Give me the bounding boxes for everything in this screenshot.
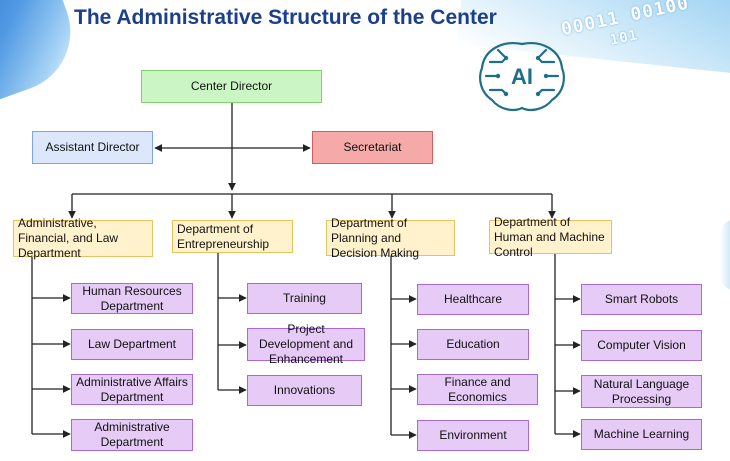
page-title: The Administrative Structure of the Cent… <box>74 6 497 29</box>
department-administrative-financial-law: Administrative, Financial, and Law Depar… <box>13 216 153 260</box>
department-human-machine-control: Department of Human and Machine Control <box>489 215 612 259</box>
unit-administrative: Administrative Department <box>71 419 193 451</box>
center-director-box: Center Director <box>141 70 322 103</box>
edge-decoration <box>720 220 730 290</box>
unit-finance-economics: Finance and Economics <box>417 374 538 405</box>
unit-computer-vision: Computer Vision <box>581 330 702 361</box>
secretariat-box: Secretariat <box>312 131 433 164</box>
ai-brain-logo: AI <box>479 42 565 111</box>
unit-law: Law Department <box>71 329 193 360</box>
department-entrepreneurship: Department of Entrepreneurship <box>172 220 293 253</box>
unit-machine-learning: Machine Learning <box>581 419 702 450</box>
unit-environment: Environment <box>417 420 529 451</box>
assistant-director-box: Assistant Director <box>32 131 153 164</box>
unit-smart-robots: Smart Robots <box>581 284 702 315</box>
unit-education: Education <box>417 329 529 360</box>
ai-logo-text: AI <box>511 64 533 89</box>
unit-innovations: Innovations <box>247 375 362 406</box>
unit-administrative-affairs: Administrative Affairs Department <box>71 374 193 405</box>
unit-natural-language-processing: Natural Language Processing <box>581 375 702 408</box>
unit-healthcare: Healthcare <box>417 284 529 315</box>
unit-training: Training <box>247 283 362 314</box>
unit-human-resources: Human Resources Department <box>71 283 193 314</box>
unit-project-development: Project Development and Enhancement <box>247 322 365 366</box>
department-planning-decision-making: Department of Planning and Decision Maki… <box>326 216 455 260</box>
